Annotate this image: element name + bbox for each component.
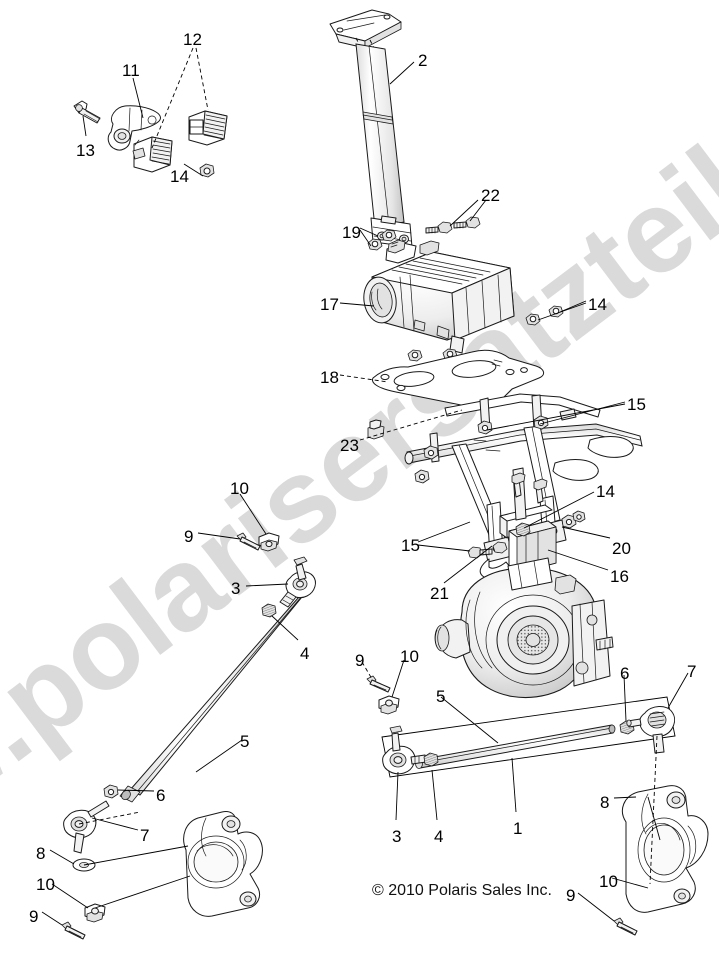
part-23-subframe (367, 393, 643, 543)
callout-10: 10 (230, 479, 249, 498)
part-22-bolts (425, 216, 481, 234)
part-15-bolts (467, 541, 508, 559)
callout-11: 11 (122, 61, 140, 80)
part-9-screw-mid (366, 675, 391, 693)
callout-14: 14 (588, 295, 607, 314)
callout-4: 4 (300, 644, 310, 663)
callout-9: 9 (355, 651, 365, 670)
part-14-nuts-b (407, 305, 564, 362)
callout-9: 9 (29, 907, 39, 926)
part-9-screw-bl (61, 921, 86, 940)
right-steering-knuckle (622, 785, 709, 913)
callout-3: 3 (392, 827, 402, 846)
part-group-upper-left (73, 100, 228, 178)
part-6-jam-nut-left (103, 784, 119, 799)
part-14-nut-a (199, 163, 215, 178)
callout-1: 1 (513, 819, 523, 838)
part-9-screw-left (236, 532, 261, 551)
callout-13: 13 (76, 141, 95, 160)
callout-10: 10 (400, 647, 419, 666)
left-tie-rod-assembly (103, 532, 316, 803)
callout-14: 14 (596, 482, 615, 501)
callout-15: 15 (627, 395, 646, 414)
callout-7: 7 (687, 662, 697, 681)
callout-5: 5 (240, 732, 250, 751)
part-10-flange-nut-left (258, 532, 280, 552)
callout-20: 20 (612, 539, 631, 558)
mid-right-fasteners (366, 675, 400, 715)
part-10-flange-nut-bl (84, 903, 106, 923)
part-4-nut-left (261, 603, 277, 618)
part-2-steering-column (329, 9, 413, 248)
part-10-flange-nut-mid (378, 695, 400, 715)
part-12-bushing-b (188, 110, 228, 146)
callout-22: 22 (481, 186, 500, 205)
callout-3: 3 (231, 579, 241, 598)
part-7-tie-rod-end-right (626, 706, 676, 754)
part-11-bracket (107, 105, 161, 151)
part-19-nuts (367, 229, 397, 251)
part-3-tie-rod-end-right (382, 725, 427, 775)
callout-18: 18 (320, 368, 339, 387)
steering-gearbox (434, 557, 614, 699)
part-3-tie-rod-end-left (279, 556, 316, 608)
callout-23: 23 (340, 436, 359, 455)
callout-16: 16 (610, 567, 629, 586)
lower-left-knuckle-group (61, 800, 263, 940)
part-7-tie-rod-end-left (63, 800, 110, 854)
callout-17: 17 (320, 295, 339, 314)
part-4-nut-right (423, 752, 439, 767)
callout-10: 10 (599, 872, 618, 891)
callout-8: 8 (36, 844, 46, 863)
callout-4: 4 (434, 827, 444, 846)
leader-lines (41, 47, 689, 926)
right-tie-rod-assembly (381, 696, 709, 936)
callout-10: 10 (36, 875, 55, 894)
callout-9: 9 (566, 886, 576, 905)
left-steering-knuckle (183, 811, 263, 917)
callout-6: 6 (620, 664, 630, 683)
callout-5: 5 (436, 687, 446, 706)
part-12-bushing-a (132, 136, 173, 173)
part-13-screw (73, 100, 101, 124)
callout-9: 9 (184, 527, 194, 546)
callout-2: 2 (418, 51, 428, 70)
part-18-mount-plate (372, 349, 544, 409)
part-9-screw-br (613, 917, 638, 936)
part-17-eps-motor (363, 239, 515, 354)
callout-14: 14 (170, 167, 189, 186)
callout-7: 7 (140, 826, 150, 845)
callout-19: 19 (342, 223, 361, 242)
callout-8: 8 (600, 793, 610, 812)
callout-21: 21 (430, 584, 449, 603)
callout-15: 15 (401, 536, 420, 555)
callout-12: 12 (183, 30, 202, 49)
copyright-notice: © 2010 Polaris Sales Inc. (372, 882, 552, 899)
callout-6: 6 (156, 786, 166, 805)
